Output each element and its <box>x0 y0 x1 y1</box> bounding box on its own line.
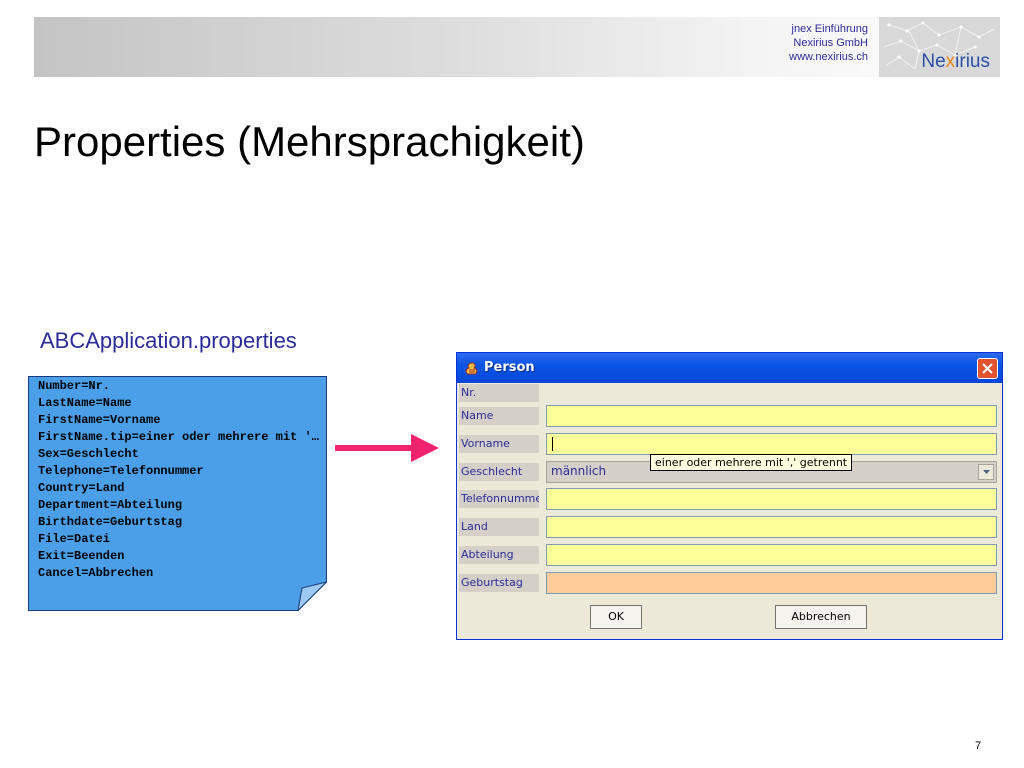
field-row-department: Abteilung <box>459 544 999 566</box>
birthdate-input[interactable] <box>546 572 997 594</box>
arrow-right-icon <box>335 434 439 462</box>
field-row-birthdate: Geburtstag <box>459 572 999 594</box>
company-info: jnex Einführung Nexirius GmbH www.nexiri… <box>789 22 868 64</box>
property-line: FirstName=Vorname <box>38 413 161 427</box>
field-label-sex: Geschlecht <box>459 463 539 481</box>
course-name: jnex Einführung <box>791 23 868 35</box>
properties-file-title: ABCApplication.properties <box>40 328 297 353</box>
header-band <box>34 17 1000 77</box>
first-name-input[interactable] <box>546 433 997 455</box>
chevron-down-icon <box>983 470 990 474</box>
field-label-department: Abteilung <box>459 546 539 564</box>
properties-lines: Number=Nr. LastName=Name FirstName=Vorna… <box>38 378 322 582</box>
note-shape <box>28 376 327 611</box>
name-input[interactable] <box>546 405 997 427</box>
field-row-number: Nr. <box>459 382 999 404</box>
field-label-name: Name <box>459 407 539 425</box>
property-line: Sex=Geschlecht <box>38 447 139 461</box>
dialog-titlebar[interactable]: Person <box>457 353 1002 383</box>
field-label-country: Land <box>459 518 539 536</box>
field-label-birthdate: Geburtstag <box>459 574 539 592</box>
property-line: LastName=Name <box>38 396 132 410</box>
close-icon <box>982 363 993 374</box>
property-line: Department=Abteilung <box>38 498 183 512</box>
dropdown-button[interactable] <box>978 464 994 480</box>
country-input[interactable] <box>546 516 997 538</box>
first-name-tooltip: einer oder mehrere mit ',' getrennt <box>650 454 853 471</box>
java-app-icon <box>465 362 478 375</box>
company-url: www.nexirius.ch <box>789 51 868 63</box>
ok-button[interactable]: OK <box>590 605 642 629</box>
logo-text: Nexirius <box>921 51 990 72</box>
dialog-title: Person <box>484 360 535 375</box>
field-row-country: Land <box>459 516 999 538</box>
constellation-pattern-icon <box>883 21 995 70</box>
field-row-first-name: Vorname <box>459 433 999 455</box>
close-button[interactable] <box>977 358 998 379</box>
text-caret <box>552 437 553 451</box>
property-line: Country=Land <box>38 481 125 495</box>
property-line: Birthdate=Geburtstag <box>38 515 183 529</box>
property-line: Number=Nr. <box>38 379 111 393</box>
cancel-button[interactable]: Abbrechen <box>775 605 867 629</box>
sex-selected-value: männlich <box>551 464 607 478</box>
field-row-name: Name <box>459 405 999 427</box>
property-line: Cancel=Abbrechen <box>38 566 154 580</box>
field-row-telephone: Telefonnummer <box>459 488 999 510</box>
properties-file-note: Number=Nr. LastName=Name FirstName=Vorna… <box>28 376 327 611</box>
property-line: Exit=Beenden <box>38 549 125 563</box>
page-number: 7 <box>975 740 982 752</box>
property-line: Telephone=Telefonnummer <box>38 464 204 478</box>
department-input[interactable] <box>546 544 997 566</box>
property-line: FirstName.tip=einer oder mehrere mit ','… <box>38 430 322 444</box>
field-label-number: Nr. <box>459 384 539 402</box>
property-line: File=Datei <box>38 532 111 546</box>
nexirius-logo: Nexirius <box>879 17 1000 77</box>
field-label-telephone: Telefonnummer <box>459 490 539 508</box>
company-name: Nexirius GmbH <box>793 37 868 49</box>
field-label-first-name: Vorname <box>459 435 539 453</box>
slide-title: Properties (Mehrsprachigkeit) <box>34 118 585 165</box>
telephone-input[interactable] <box>546 488 997 510</box>
